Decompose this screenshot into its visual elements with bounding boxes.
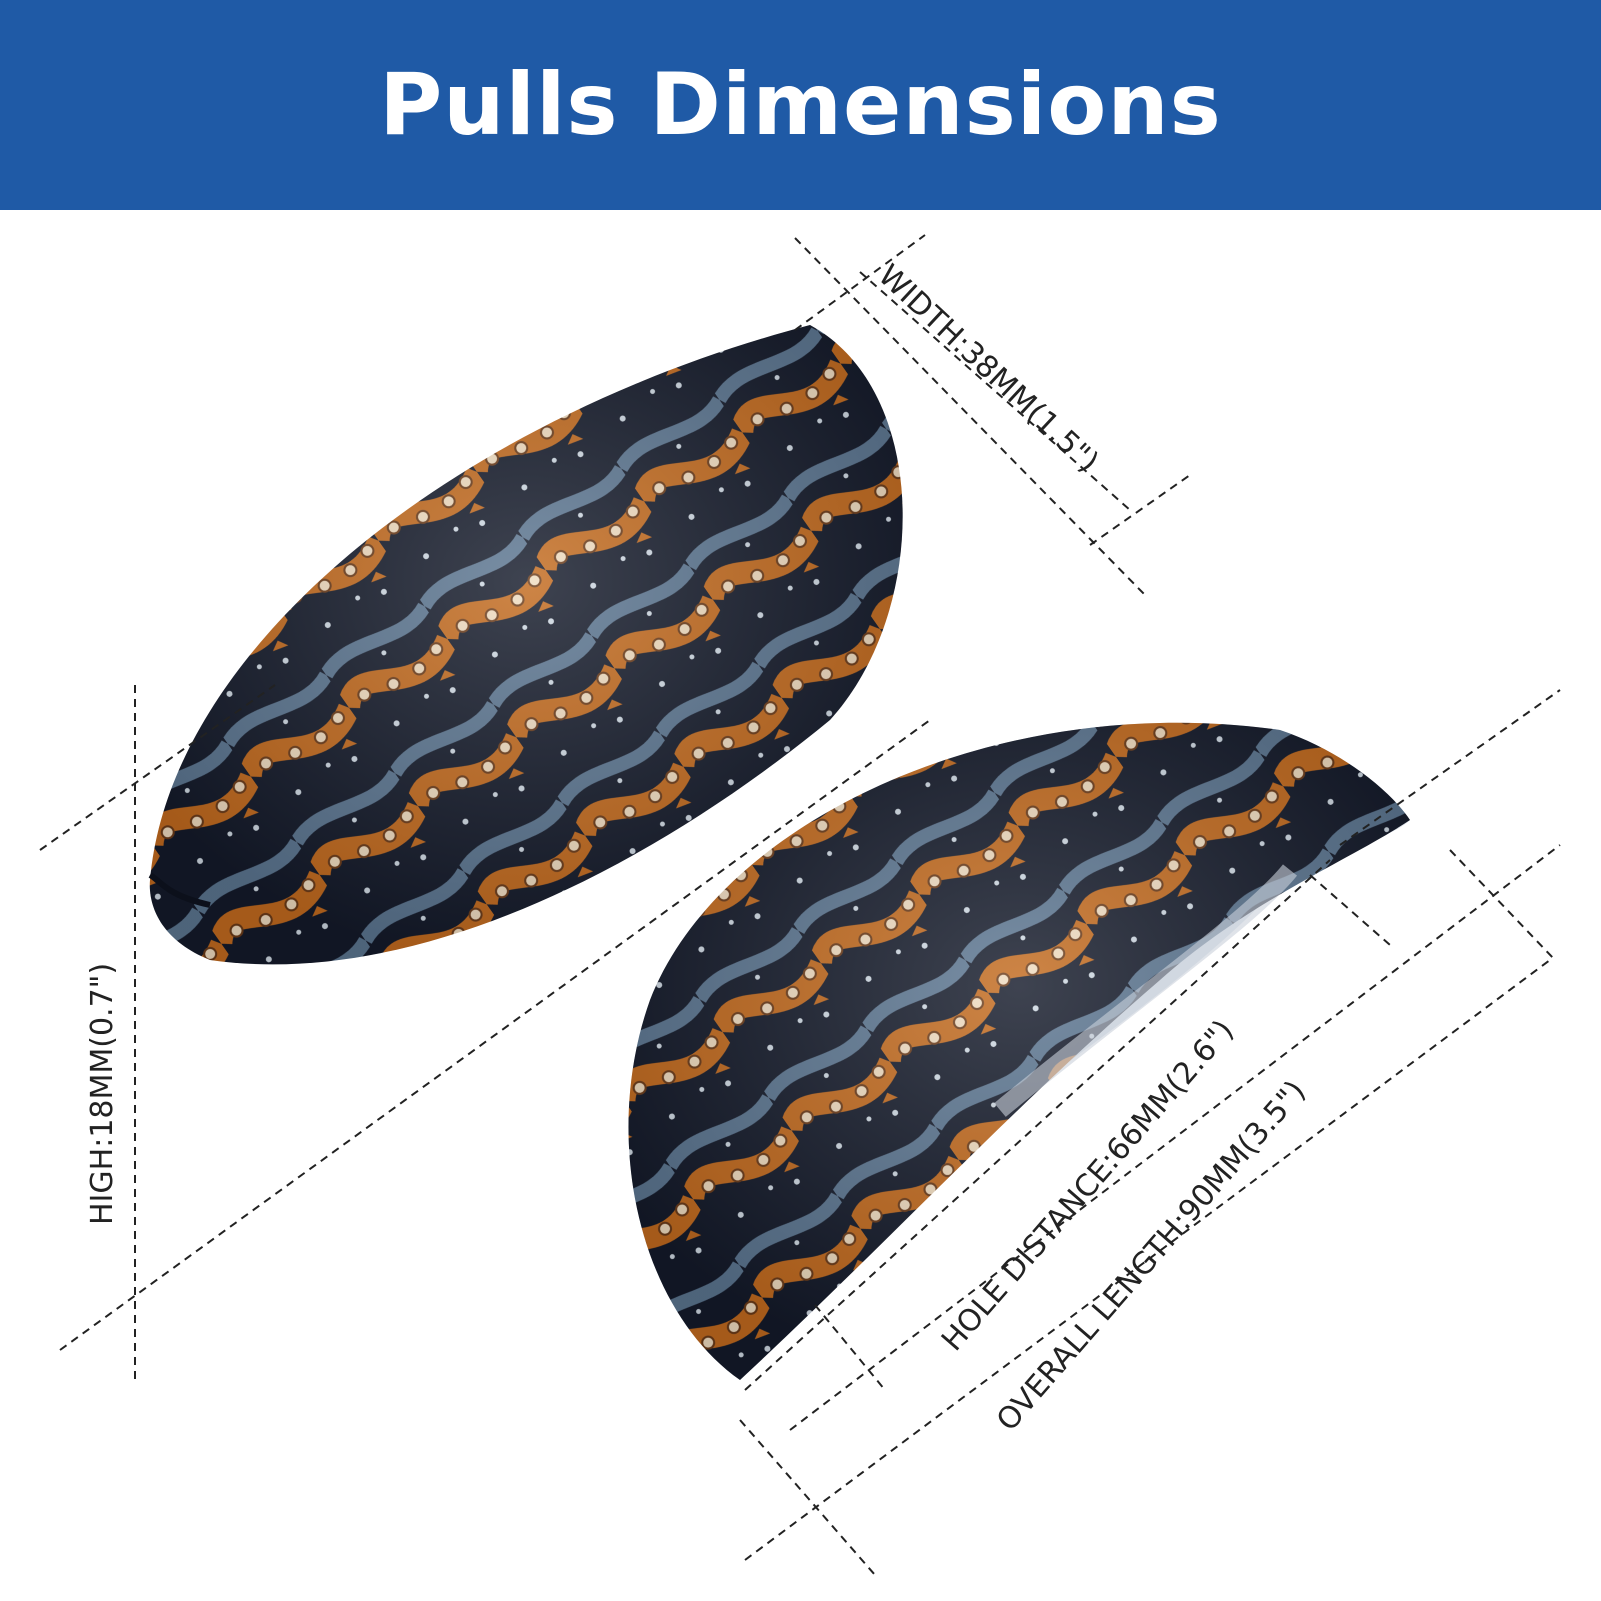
- header-banner: Pulls Dimensions: [0, 0, 1601, 210]
- dimension-lines: [39, 234, 1561, 1576]
- page-title: Pulls Dimensions: [379, 55, 1222, 155]
- handle-left: [148, 325, 903, 965]
- high-label: HIGH:18MM(0.7"): [85, 962, 120, 1225]
- handle-right: [628, 722, 1410, 1380]
